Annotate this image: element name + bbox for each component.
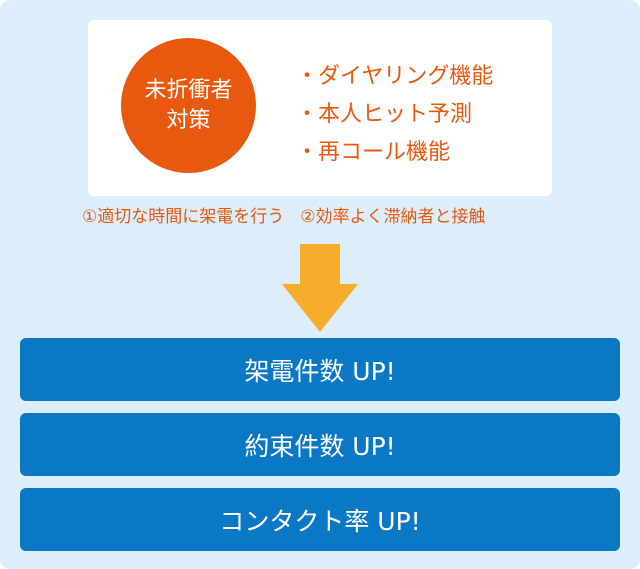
down-arrow-icon — [282, 244, 358, 332]
circle-label-line2: 対策 — [166, 107, 211, 133]
feature-list: ・ダイヤリング機能 ・本人ヒット予測 ・再コール機能 — [296, 58, 493, 172]
result-bar-call-count: 架電件数 UP! — [20, 338, 620, 401]
result-label-call-count: 架電件数 UP! — [244, 356, 396, 386]
goal-item-timing: ①適切な時間に架電を行う — [82, 207, 285, 227]
result-bar-promise-count: 約束件数 UP! — [20, 413, 620, 476]
countermeasure-card: 未折衝者 対策 ・ダイヤリング機能 ・本人ヒット予測 ・再コール機能 — [88, 20, 552, 196]
feature-item-dialing: ・ダイヤリング機能 — [296, 64, 494, 89]
countermeasure-circle: 未折衝者 対策 — [121, 38, 256, 173]
result-bar-contact-rate: コンタクト率 UP! — [20, 488, 620, 551]
feature-item-recall: ・再コール機能 — [296, 140, 451, 165]
feature-item-hit-prediction: ・本人ヒット予測 — [296, 102, 473, 127]
result-label-promise-count: 約束件数 UP! — [244, 431, 396, 461]
goal-caption: ①適切な時間に架電を行う ②効率よく滞納者と接触 — [82, 205, 562, 229]
result-label-contact-rate: コンタクト率 UP! — [219, 506, 421, 536]
goal-item-contact: ②効率よく滞納者と接触 — [300, 207, 486, 227]
circle-label-line1: 未折衝者 — [144, 77, 233, 103]
